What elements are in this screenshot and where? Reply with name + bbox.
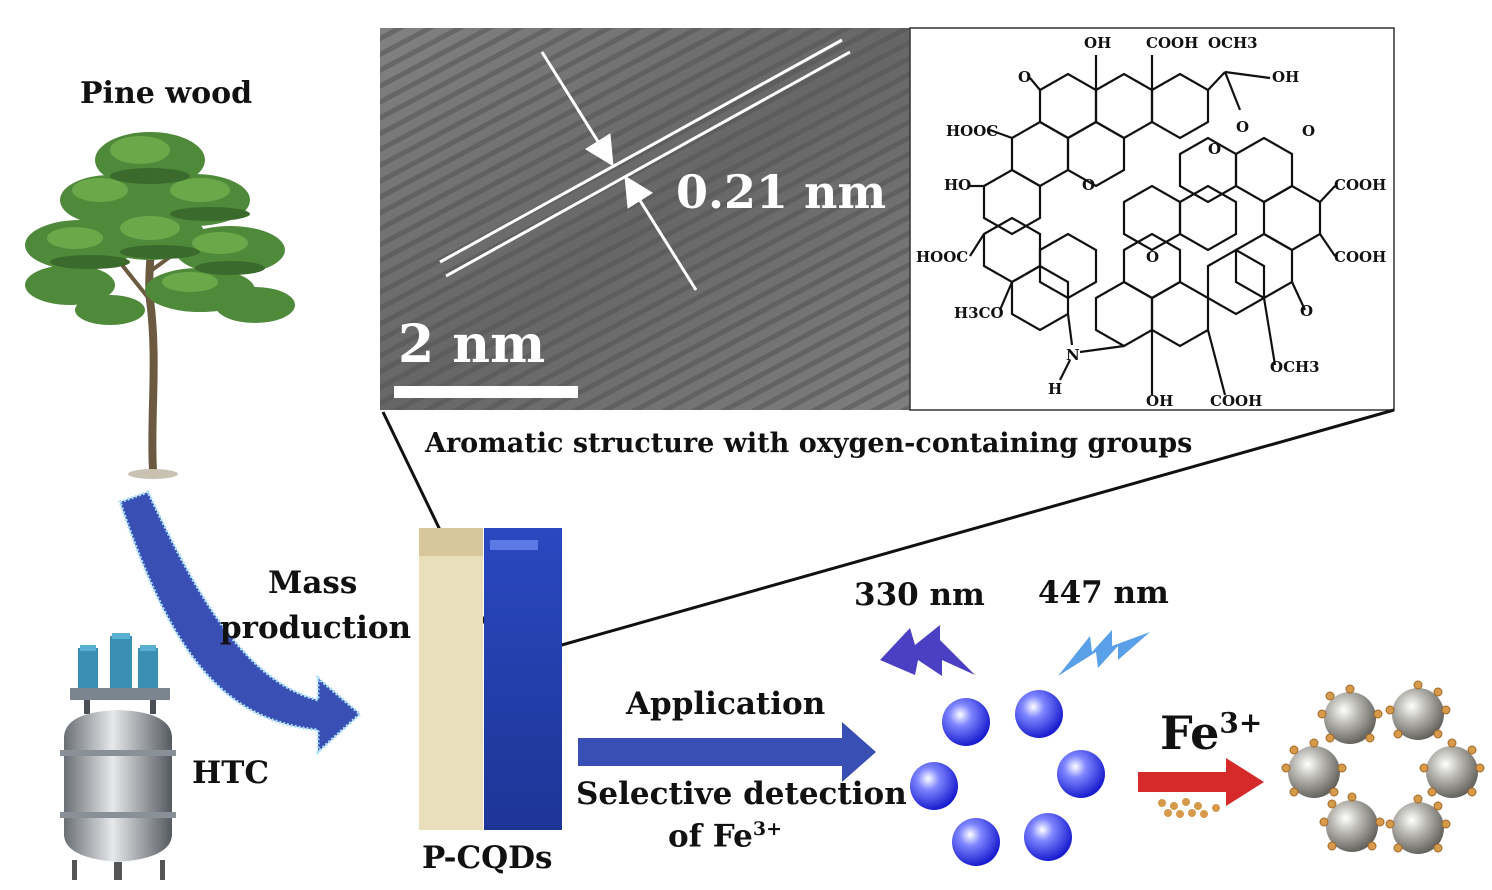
group-label: HOOC [916, 248, 968, 266]
htc-label: HTC [192, 755, 270, 791]
fe-ion-superscript: 3+ [1219, 706, 1263, 740]
selective-detection-superscript: 3+ [752, 818, 782, 840]
tem-image [380, 28, 910, 410]
pine-wood-label: Pine wood [80, 76, 253, 111]
particle [1281, 738, 1347, 798]
particle [1319, 792, 1385, 852]
group-label: O [1302, 122, 1315, 140]
cuvettes [419, 528, 562, 830]
group-label: H [1048, 380, 1062, 398]
cqd-dots [910, 690, 1105, 866]
group-label: OH [1146, 392, 1173, 410]
lattice-spacing-label: 0.21 nm [676, 165, 886, 219]
pine-tree-icon [25, 132, 295, 479]
fe-ion-label: Fe3+ [1160, 706, 1262, 760]
cqd-dot [910, 762, 958, 810]
application-arrow [578, 722, 876, 782]
excitation-wavelength-label: 330 nm [854, 577, 985, 613]
group-label: COOH [1210, 392, 1262, 410]
particle [1317, 684, 1383, 744]
group-label: O [1300, 302, 1313, 320]
group-label: OCH3 [1270, 358, 1320, 376]
group-label: O [1146, 248, 1159, 266]
reactor-icon [60, 633, 176, 880]
group-label: N [1066, 346, 1080, 364]
group-label: OH [1084, 34, 1111, 52]
mass-production-label-line2: production [220, 610, 412, 646]
mass-production-label-line1: Mass [268, 565, 358, 601]
group-label: COOH [1334, 248, 1386, 266]
group-label: H3CO [954, 304, 1004, 322]
group-label: O [1208, 140, 1221, 158]
cqd-dot [952, 818, 1000, 866]
particle [1419, 738, 1485, 798]
aromatic-structure [909, 27, 1395, 411]
selective-detection-label-line1: Selective detection [576, 776, 907, 812]
excitation-lightning-icon [880, 625, 975, 676]
selective-detection-label-line2: of Fe3+ [668, 818, 782, 854]
scale-bar-label: 2 nm [398, 314, 545, 375]
group-label: HOOC [946, 122, 998, 140]
group-label: COOH [1334, 176, 1386, 194]
emission-wavelength-label: 447 nm [1038, 575, 1169, 611]
group-label: OCH3 [1208, 34, 1258, 52]
htc-arrow [118, 490, 363, 756]
application-label: Application [626, 686, 826, 722]
pcqds-label: P-CQDs [422, 840, 553, 876]
group-label: OH [1272, 68, 1299, 86]
cqd-dot [1015, 690, 1063, 738]
group-label: O [1018, 68, 1031, 86]
structure-group-labels: OH COOH OCH3 O OH HOOC O O O HO O COOH H… [916, 34, 1386, 410]
fe-ion-text: Fe [1160, 706, 1220, 760]
particle [1385, 794, 1451, 854]
group-label: HO [944, 176, 971, 194]
structure-caption: Aromatic structure with oxygen-containin… [425, 428, 1193, 459]
selective-detection-text: of Fe [668, 818, 753, 855]
group-label: O [1236, 118, 1249, 136]
aggregated-particles [1281, 680, 1485, 854]
cqd-dot [1057, 750, 1105, 798]
group-label: COOH [1146, 34, 1198, 52]
cqd-dot [1024, 813, 1072, 861]
group-label: O [1082, 176, 1095, 194]
particle [1385, 680, 1451, 740]
emission-lightning-icon [1058, 630, 1150, 676]
cqd-dot [942, 698, 990, 746]
fe-arrow [1138, 758, 1264, 818]
